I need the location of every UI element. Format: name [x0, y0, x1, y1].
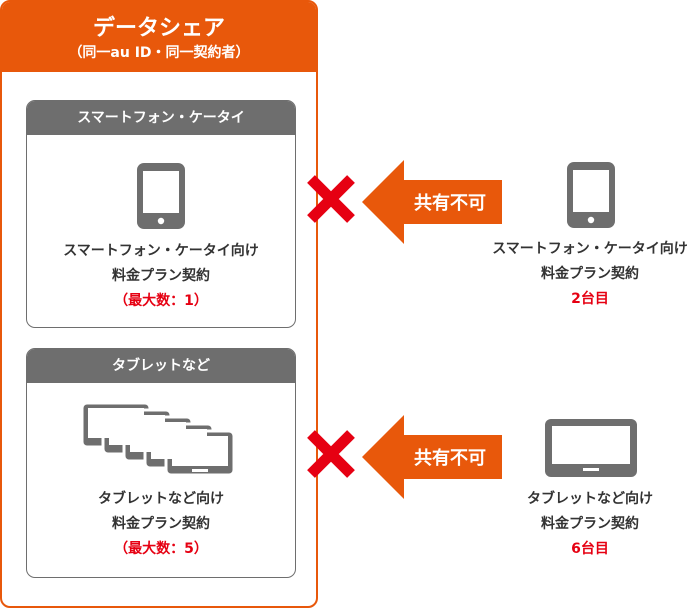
share-not-allowed-label: 共有不可 [414, 448, 486, 469]
right-tablet-line1: タブレットなど向け [527, 491, 653, 507]
right-tablet-count: 6台目 [571, 541, 609, 557]
tablet-stack-icon [81, 401, 236, 477]
smartphone-plan-box: スマートフォン・ケータイ スマートフォン・ケータイ向け 料金プラン契約 （最大数… [26, 100, 296, 328]
tablet-plan-line2: 料金プラン契約 [112, 516, 210, 532]
right-smartphone-line2: 料金プラン契約 [541, 266, 639, 282]
right-tablet-line2: 料金プラン契約 [541, 516, 639, 532]
tablet-box-title: タブレットなど [27, 349, 295, 383]
tablet-icon [545, 419, 637, 477]
tablet-plan-line1: タブレットなど向け [98, 491, 224, 507]
cross-icon [307, 175, 355, 223]
cross-icon [307, 430, 355, 478]
smartphone-max-label: （最大数：1） [114, 293, 208, 309]
left-arrow-icon [362, 415, 502, 499]
smartphone-plan-line2: 料金プラン契約 [112, 268, 210, 284]
smartphone-icon [137, 163, 185, 229]
right-smartphone-count: 2台目 [571, 291, 609, 307]
share-not-allowed-label: 共有不可 [414, 193, 486, 214]
right-smartphone-line1: スマートフォン・ケータイ向け [492, 241, 688, 257]
smartphone-plan-line1: スマートフォン・ケータイ向け [63, 243, 259, 259]
left-arrow-icon [362, 160, 502, 244]
smartphone-box-title: スマートフォン・ケータイ [27, 101, 295, 135]
data-share-header: データシェア （同一au ID・同一契約者） [2, 2, 316, 72]
data-share-subtitle: （同一au ID・同一契約者） [68, 45, 250, 61]
data-share-title: データシェア [92, 16, 225, 41]
tablet-plan-box: タブレットなど タブレットなど向け 料金プラン契約 （最大数：5） [26, 348, 296, 578]
smartphone-icon [567, 162, 615, 228]
tablet-max-label: （最大数：5） [114, 541, 208, 557]
